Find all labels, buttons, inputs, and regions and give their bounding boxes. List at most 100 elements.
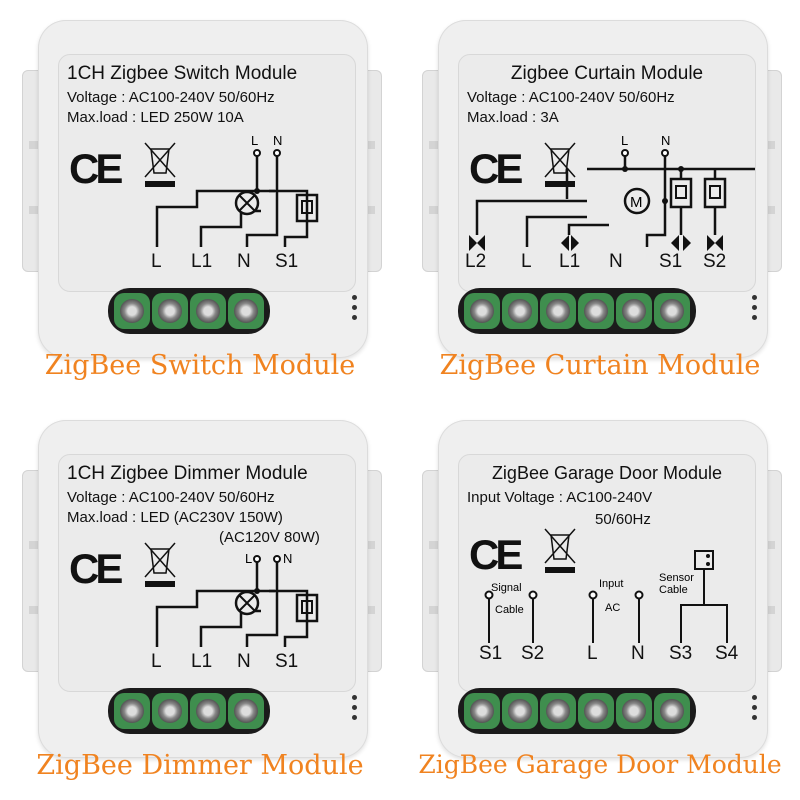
switch-icon bbox=[295, 593, 319, 623]
screw-terminal[interactable] bbox=[228, 693, 264, 729]
screw-terminal[interactable] bbox=[502, 293, 538, 329]
screw-terminal[interactable] bbox=[654, 293, 690, 329]
wiring-diagram: M L N bbox=[469, 135, 755, 251]
module-housing: 1CH Zigbee Dimmer Module Voltage : AC100… bbox=[38, 420, 368, 758]
svg-text:L: L bbox=[245, 551, 252, 566]
terminal-label: S1 bbox=[659, 251, 683, 272]
module-caption: ZigBee Dimmer Module bbox=[36, 750, 364, 781]
lamp-icon bbox=[234, 590, 260, 616]
module-title: ZigBee Garage Door Module bbox=[491, 463, 723, 483]
svg-text:N: N bbox=[661, 135, 670, 148]
terminal-label: L1 bbox=[191, 251, 213, 272]
diamond-icon bbox=[671, 235, 691, 251]
screw-terminal[interactable] bbox=[502, 693, 538, 729]
screw-terminal[interactable] bbox=[190, 293, 226, 329]
terminal-block bbox=[458, 288, 696, 334]
screw-terminal[interactable] bbox=[540, 293, 576, 329]
module-caption: ZigBee Curtain Module bbox=[439, 350, 761, 381]
module-title: 1CH Zigbee Switch Module bbox=[67, 63, 298, 84]
screw-terminal[interactable] bbox=[114, 693, 150, 729]
voltage-spec: Input Voltage : AC100-240V bbox=[467, 489, 653, 506]
switch-icon bbox=[669, 177, 693, 209]
maxload-spec: Max.load : LED (AC230V 150W) bbox=[67, 509, 283, 526]
maxload-spec-2: (AC120V 80W) bbox=[219, 529, 320, 546]
module-housing: ZigBee Garage Door Module Input Voltage … bbox=[438, 420, 768, 758]
terminal-label: L bbox=[521, 251, 532, 272]
voltage-spec: Voltage : AC100-240V 50/60Hz bbox=[467, 89, 675, 106]
screw-terminal[interactable] bbox=[464, 293, 500, 329]
bowtie-icon bbox=[707, 235, 723, 251]
screw-terminal[interactable] bbox=[578, 293, 614, 329]
weee-bin-icon bbox=[544, 528, 576, 573]
module-caption: ZigBee Switch Module bbox=[44, 350, 356, 381]
svg-text:L: L bbox=[621, 135, 628, 148]
svg-text:Cable: Cable bbox=[659, 584, 688, 596]
switch-icon bbox=[295, 193, 319, 223]
screw-terminal[interactable] bbox=[152, 693, 188, 729]
terminal-label: L bbox=[587, 643, 598, 664]
ce-mark-icon: CE bbox=[469, 145, 523, 192]
terminal-label: S1 bbox=[479, 643, 503, 664]
terminal-label: L2 bbox=[465, 251, 487, 272]
svg-text:N: N bbox=[283, 551, 292, 566]
led-indicator-dots bbox=[752, 695, 758, 725]
diamond-icon bbox=[561, 235, 579, 251]
screw-terminal[interactable] bbox=[654, 693, 690, 729]
weee-bin-icon bbox=[144, 542, 176, 587]
module-housing: Zigbee Curtain Module Voltage : AC100-24… bbox=[438, 20, 768, 358]
garage-door-module-panel: ZigBee Garage Door Module Input Voltage … bbox=[400, 400, 800, 800]
screw-terminal[interactable] bbox=[616, 293, 652, 329]
svg-text:AC: AC bbox=[605, 602, 620, 614]
screw-terminal[interactable] bbox=[578, 693, 614, 729]
terminal-label: S1 bbox=[275, 651, 299, 672]
module-caption: ZigBee Garage Door Module bbox=[418, 750, 782, 779]
module-title: Zigbee Curtain Module bbox=[510, 63, 704, 84]
terminal-label: S2 bbox=[521, 643, 545, 664]
terminal-block bbox=[108, 688, 270, 734]
terminal-label: S1 bbox=[275, 251, 299, 272]
screw-terminal[interactable] bbox=[540, 693, 576, 729]
terminal-label: N bbox=[237, 651, 251, 672]
sensor-icon bbox=[694, 550, 714, 570]
svg-text:Signal: Signal bbox=[491, 582, 522, 594]
terminal-label: L bbox=[151, 651, 162, 672]
lamp-icon bbox=[234, 190, 260, 216]
led-indicator-dots bbox=[352, 695, 358, 725]
svg-text:Cable: Cable bbox=[495, 604, 524, 616]
svg-text:N: N bbox=[273, 135, 282, 148]
terminal-label: S3 bbox=[669, 643, 693, 664]
ce-mark-icon: CE bbox=[69, 545, 123, 592]
screw-terminal[interactable] bbox=[190, 693, 226, 729]
spec-label: ZigBee Garage Door Module Input Voltage … bbox=[458, 454, 756, 692]
voltage-spec: Voltage : AC100-240V 50/60Hz bbox=[67, 89, 275, 106]
switch-module-panel: 1CH Zigbee Switch Module Voltage : AC100… bbox=[0, 0, 400, 400]
motor-icon: M bbox=[623, 187, 651, 215]
voltage-spec: Voltage : AC100-240V 50/60Hz bbox=[67, 489, 275, 506]
screw-terminal[interactable] bbox=[152, 293, 188, 329]
spec-label: Zigbee Curtain Module Voltage : AC100-24… bbox=[458, 54, 756, 292]
terminal-label: L bbox=[151, 251, 162, 272]
screw-terminal[interactable] bbox=[464, 693, 500, 729]
maxload-spec: Max.load : LED 250W 10A bbox=[67, 109, 244, 126]
maxload-spec: Max.load : 3A bbox=[467, 109, 559, 126]
terminal-label: N bbox=[609, 251, 623, 272]
switch-icon bbox=[703, 177, 727, 209]
screw-terminal[interactable] bbox=[228, 293, 264, 329]
terminal-label: N bbox=[631, 643, 645, 664]
module-title: 1CH Zigbee Dimmer Module bbox=[67, 463, 308, 484]
weee-bin-icon bbox=[144, 142, 176, 187]
ce-mark-icon: CE bbox=[469, 531, 523, 578]
svg-text:L: L bbox=[251, 135, 258, 148]
led-indicator-dots bbox=[352, 295, 358, 325]
terminal-block bbox=[458, 688, 696, 734]
screw-terminal[interactable] bbox=[616, 693, 652, 729]
svg-text:M: M bbox=[630, 194, 643, 211]
svg-text:Sensor: Sensor bbox=[659, 572, 694, 584]
curtain-module-panel: Zigbee Curtain Module Voltage : AC100-24… bbox=[400, 0, 800, 400]
terminal-label: L1 bbox=[191, 651, 213, 672]
frequency-spec: 50/60Hz bbox=[595, 511, 651, 528]
terminal-label: S2 bbox=[703, 251, 727, 272]
screw-terminal[interactable] bbox=[114, 293, 150, 329]
